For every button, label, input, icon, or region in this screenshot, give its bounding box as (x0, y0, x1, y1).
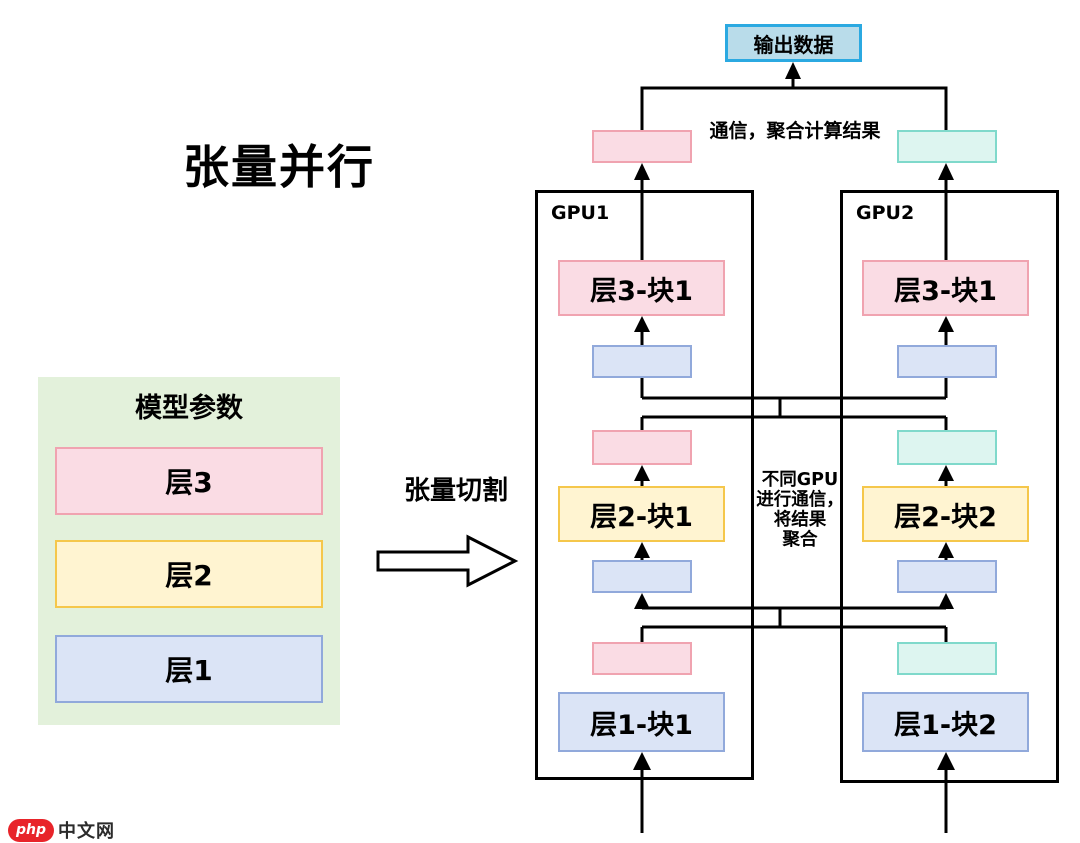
layer2-output-lines (640, 481, 948, 486)
gpu1-label: GPU1 (551, 202, 610, 224)
arrowhead (937, 752, 955, 770)
gpu1-final-partial-box (592, 130, 692, 163)
gpu2-final-partial-box (897, 130, 997, 163)
arrowhead (634, 316, 650, 332)
gpu1-layer2-input-box (592, 560, 692, 593)
gpu1-container: GPU1 层3-块1 层2-块1 层1-块1 (535, 190, 754, 780)
gpu1-layer1-block-box: 层1-块1 (558, 692, 725, 752)
php-logo-icon: php (8, 818, 54, 842)
model-layer3-box: 层3 (55, 447, 323, 515)
upper-allreduce-lines (640, 378, 948, 430)
model-layer1-box: 层1 (55, 635, 323, 703)
gpu2-label: GPU2 (856, 202, 915, 224)
annotation-line: 将结果 (773, 510, 827, 530)
arrowhead (938, 593, 954, 609)
lower-allreduce-lines (640, 606, 948, 642)
gpu1-layer2-block-box: 层2-块1 (558, 486, 725, 542)
input-arrow-lines (640, 770, 948, 833)
tensor-cut-label: 张量切割 (403, 476, 508, 506)
arrowhead (938, 163, 954, 180)
arrowhead (938, 465, 954, 481)
arrowhead (634, 465, 650, 481)
arrowhead (785, 62, 801, 79)
model-params-panel: 模型参数 层3 层2 层1 (38, 377, 340, 725)
gpu1-layer3-input-box (592, 345, 692, 378)
gpu2-layer3-input-box (897, 345, 997, 378)
annotation-line: 不同GPU (761, 470, 839, 490)
annotation-line: 进行通信， (756, 490, 844, 510)
top-communication-annotation: 通信，聚合计算结果 (709, 120, 881, 142)
inter-gpu-communication-annotation: 不同GPU 进行通信， 将结果 聚合 (740, 470, 860, 550)
gpu2-layer2-block-box: 层2-块2 (862, 486, 1029, 542)
arrowhead (633, 752, 651, 770)
site-watermark: php 中文网 (8, 817, 115, 843)
arrowhead (938, 316, 954, 332)
tensor-cut-arrow (376, 534, 519, 588)
model-params-header: 模型参数 (135, 393, 243, 424)
arrowhead (634, 593, 650, 609)
gpu1-layer1-partial-box (592, 642, 692, 675)
gpu1-layer2-partial-box (592, 430, 692, 465)
gpu2-container: GPU2 层3-块1 层2-块2 层1-块2 (840, 190, 1059, 783)
into-layer2-lines (640, 558, 948, 560)
gpu2-layer3-block-box: 层3-块1 (862, 260, 1029, 316)
gpu2-layer2-input-box (897, 560, 997, 593)
output-data-box: 输出数据 (725, 24, 862, 62)
gpu2-layer2-partial-box (897, 430, 997, 465)
gpu2-layer1-block-box: 层1-块2 (862, 692, 1029, 752)
annotation-line: 聚合 (782, 530, 818, 550)
watermark-text: 中文网 (58, 821, 115, 842)
arrowhead (634, 542, 650, 558)
arrowhead (938, 542, 954, 558)
gpu1-layer3-block-box: 层3-块1 (558, 260, 725, 316)
diagram-title: 张量并行 (183, 140, 375, 194)
gpu2-layer1-partial-box (897, 642, 997, 675)
arrowhead (634, 163, 650, 180)
model-layer2-box: 层2 (55, 540, 323, 608)
